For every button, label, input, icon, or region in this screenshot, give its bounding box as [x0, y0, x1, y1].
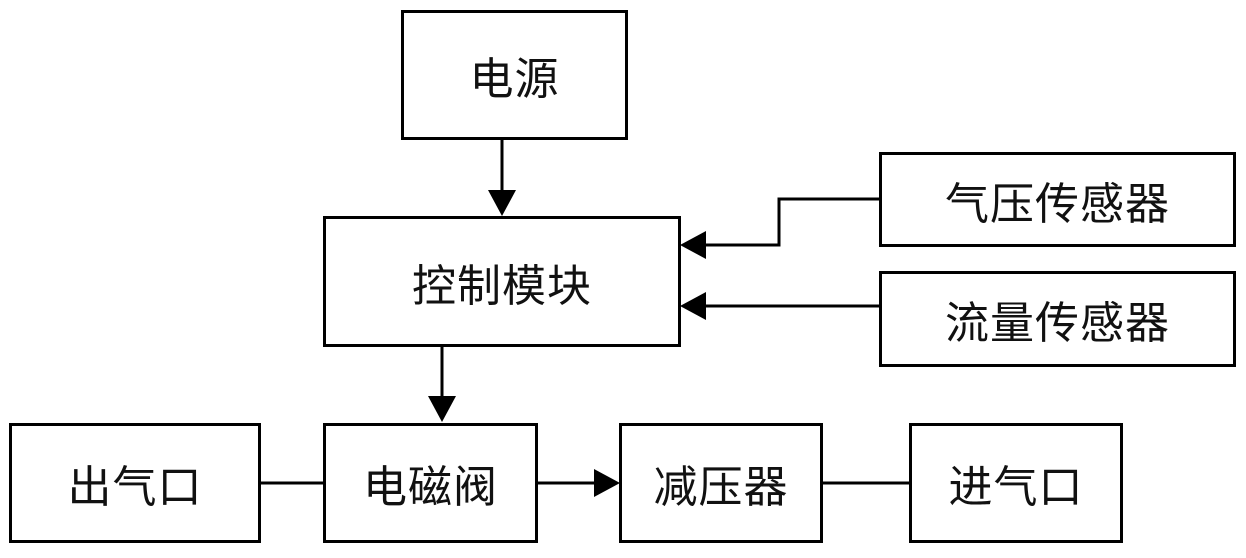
arrowhead-valve-to-reducer	[594, 469, 620, 497]
arrowhead-power-to-control	[488, 190, 516, 216]
node-outlet: 出气口	[9, 423, 261, 543]
node-pressure-reducer: 减压器	[619, 423, 823, 543]
node-power: 电源	[401, 10, 628, 140]
arrowhead-control-to-valve	[428, 396, 456, 422]
node-solenoid-valve: 电磁阀	[323, 423, 538, 543]
arrowhead-flow-sensor-to-control	[680, 292, 706, 320]
node-inlet: 进气口	[909, 423, 1123, 543]
node-control-module: 控制模块	[323, 216, 681, 347]
arrowhead-pressure-sensor-to-control	[680, 231, 706, 259]
node-flow-sensor: 流量传感器	[879, 271, 1236, 367]
edge-pressure-sensor-to-control	[706, 199, 880, 245]
node-pressure-sensor: 气压传感器	[879, 152, 1236, 247]
